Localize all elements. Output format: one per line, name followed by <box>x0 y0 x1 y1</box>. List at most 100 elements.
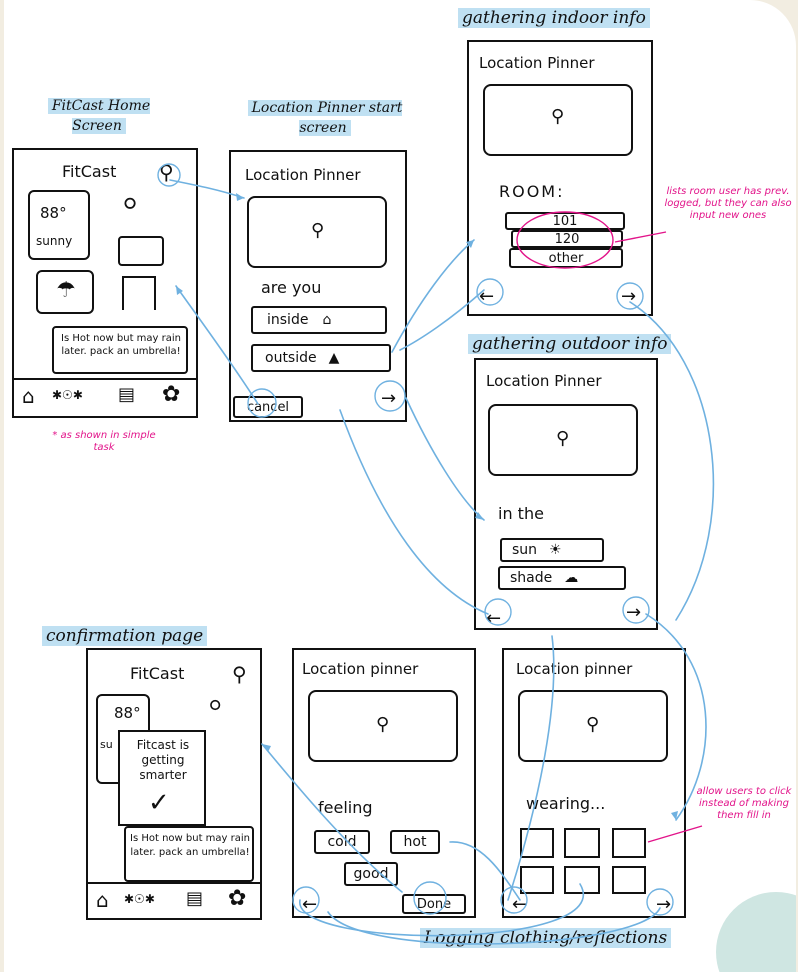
indoor-header: Location Pinner <box>479 54 595 72</box>
hat-icon: ⚪ <box>206 694 225 719</box>
title-start: Location Pinner start screen <box>230 98 420 138</box>
advice-text: Is Hot now but may rain later. pack an u… <box>61 333 181 357</box>
home-screen: FitCast ⚲ 88° sunny ⚪ ☂ Is Hot now but m… <box>12 148 198 418</box>
map-pin-icon: ⚲ <box>556 428 570 449</box>
sun-label: sun <box>512 542 538 558</box>
wearing-question: wearing... <box>526 794 606 813</box>
indoor-next-arrow[interactable]: → <box>621 286 637 307</box>
outdoor-back-arrow[interactable]: ← <box>486 608 502 629</box>
feeling-screen: Location pinner ⚲ feeling cold hot good … <box>292 648 476 918</box>
confirmation-popup: Fitcast is getting smarter ✓ <box>118 730 206 826</box>
title-confirm: confirmation page <box>42 626 208 646</box>
feeling-option-hot[interactable]: hot <box>390 830 440 854</box>
advice-message: Is Hot now but may rain later. pack an u… <box>124 826 254 882</box>
wearing-next-arrow[interactable]: → <box>656 894 672 915</box>
done-button[interactable]: Done <box>402 894 466 914</box>
feeling-header: Location pinner <box>302 660 419 678</box>
start-header: Location Pinner <box>245 166 361 184</box>
outside-button[interactable]: outside ▲ <box>251 344 391 372</box>
bottom-nav: ⌂ ✱☉✱ ▤ ✿ <box>14 378 196 416</box>
confirm-screen: FitCast ⚲ 88° su ⚪ Fitcast is getting sm… <box>86 648 262 920</box>
outdoor-screen: Location Pinner ⚲ in the sun ☀ shade ☁ ←… <box>474 358 658 630</box>
shirt-option[interactable] <box>520 828 554 858</box>
jacket-option[interactable] <box>612 866 646 894</box>
feeling-option-cold[interactable]: cold <box>314 830 370 854</box>
wearing-back-arrow[interactable]: ← <box>512 894 528 915</box>
outside-label: outside <box>265 350 317 366</box>
cancel-button[interactable]: cancel <box>233 396 303 418</box>
start-next-arrow[interactable]: → <box>381 388 397 409</box>
outdoor-next-arrow[interactable]: → <box>626 602 642 623</box>
list-nav-icon[interactable]: ▤ <box>118 384 136 405</box>
room-option-3[interactable]: other <box>509 248 623 268</box>
wearing-screen: Location pinner ⚲ wearing... ← → <box>502 648 686 918</box>
note-simple-task: * as shown in simple task <box>52 430 156 453</box>
shade-button[interactable]: shade ☁ <box>498 566 626 590</box>
title-outdoor: gathering outdoor info <box>468 334 672 354</box>
umbrella-card[interactable]: ☂ <box>36 270 94 314</box>
feeling-option-good[interactable]: good <box>344 862 398 886</box>
map-pin-icon: ⚲ <box>311 220 325 241</box>
weather-nav-icon[interactable]: ✱☉✱ <box>52 388 83 402</box>
map-pin-icon: ⚲ <box>551 106 565 127</box>
weather-nav-icon[interactable]: ✱☉✱ <box>124 892 155 906</box>
teal-corner-decoration <box>716 892 796 972</box>
top-option[interactable] <box>564 828 600 858</box>
room-option-2[interactable]: 120 <box>511 230 623 248</box>
shade-label: shade <box>510 570 553 586</box>
feeling-back-arrow[interactable]: ← <box>302 894 318 915</box>
map: ⚲ <box>247 196 387 268</box>
settings-nav-icon[interactable]: ✿ <box>162 382 181 407</box>
house-icon: ⌂ <box>322 312 332 328</box>
title-home: FitCast Home Screen <box>24 96 174 136</box>
map-pin-icon: ⚲ <box>376 714 390 735</box>
start-screen: Location Pinner ⚲ are you inside ⌂ outsi… <box>229 150 407 422</box>
shirt-icon <box>118 236 164 266</box>
temperature: 88° <box>114 704 141 722</box>
location-pin-icon[interactable]: ⚲ <box>159 160 174 184</box>
room-option-1[interactable]: 101 <box>505 212 625 230</box>
advice-message: Is Hot now but may rain later. pack an u… <box>52 326 188 374</box>
hat-icon: ⚪ <box>120 190 141 218</box>
inside-button[interactable]: inside ⌂ <box>251 306 387 334</box>
sun-button[interactable]: sun ☀ <box>500 538 604 562</box>
inside-label: inside <box>267 312 309 328</box>
checkmark-icon: ✓ <box>148 788 170 818</box>
title-logging: Logging clothing/reflections <box>420 928 672 948</box>
tree-icon: ▲ <box>328 350 340 366</box>
cloud-icon: ☁ <box>564 570 579 586</box>
advice-text: Is Hot now but may rain later. pack an u… <box>130 833 250 858</box>
home-nav-icon[interactable]: ⌂ <box>22 384 35 408</box>
pants-option[interactable] <box>612 828 646 858</box>
weather-card: 88° sunny <box>28 190 90 260</box>
indoor-back-arrow[interactable]: ← <box>479 286 495 307</box>
home-nav-icon[interactable]: ⌂ <box>96 888 109 912</box>
start-question: are you <box>261 278 322 297</box>
settings-nav-icon[interactable]: ✿ <box>228 886 247 911</box>
shorts-option[interactable] <box>520 866 554 894</box>
feeling-question: feeling <box>318 798 373 817</box>
outdoor-header: Location Pinner <box>486 372 602 390</box>
map: ⚲ <box>488 404 638 476</box>
confirm-app-name: FitCast <box>130 664 185 683</box>
shorts-icon <box>122 276 156 310</box>
sun-icon: ☀ <box>549 542 562 558</box>
note-wearing: allow users to click instead of making t… <box>696 786 792 821</box>
weather-condition: sunny <box>36 234 73 248</box>
temperature: 88° <box>40 204 67 222</box>
skirt-option[interactable] <box>564 866 600 894</box>
map: ⚲ <box>308 690 458 762</box>
indoor-screen: Location Pinner ⚲ ROOM: 101 120 other ← … <box>467 40 653 316</box>
wearing-header: Location pinner <box>516 660 633 678</box>
room-label: ROOM: <box>499 182 565 201</box>
popup-text: Fitcast is getting smarter <box>136 738 190 782</box>
map: ⚲ <box>518 690 668 762</box>
map: ⚲ <box>483 84 633 156</box>
map-pin-icon: ⚲ <box>586 714 600 735</box>
outdoor-question: in the <box>498 504 544 523</box>
list-nav-icon[interactable]: ▤ <box>186 888 204 909</box>
umbrella-icon: ☂ <box>56 278 76 303</box>
title-indoor: gathering indoor info <box>458 8 650 28</box>
weather-condition: su <box>100 738 113 751</box>
location-pin-icon[interactable]: ⚲ <box>232 662 247 686</box>
